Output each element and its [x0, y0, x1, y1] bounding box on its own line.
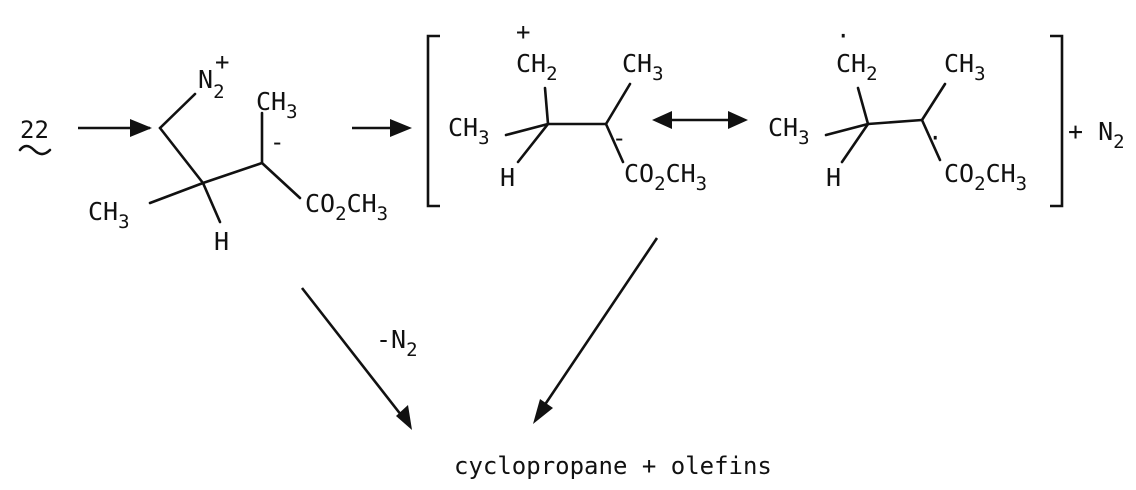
products-label: cyclopropane + olefins: [454, 452, 772, 480]
methyl-left: CH3: [448, 113, 490, 149]
ester-group: CO2CH3: [305, 189, 388, 225]
bond-ch2-ch: [158, 126, 205, 185]
cation-charge: +: [516, 18, 530, 46]
bond-c-ester: [260, 161, 302, 200]
hydrogen: H: [826, 163, 841, 192]
methyl-top: CH3: [256, 87, 298, 123]
anion-charge: -: [612, 124, 626, 152]
bond-ch-methyl: [824, 122, 870, 137]
radical-dot-c: ·: [928, 124, 942, 152]
methyl-left: CH3: [768, 113, 810, 149]
loss-of-nitrogen-label: -N2: [376, 325, 418, 361]
arrow-direct-path: [300, 287, 407, 421]
methyl-top: CH3: [944, 49, 986, 85]
ester-group: CO2CH3: [624, 159, 707, 195]
bond-c-ester: [604, 122, 625, 164]
bracket-left: [426, 34, 440, 208]
hydrogen: H: [500, 163, 515, 192]
bond-ch-h: [516, 122, 550, 164]
methyl-left: CH3: [88, 197, 130, 233]
bond-c-ester: [920, 118, 942, 162]
ester-group: CO2CH3: [944, 159, 1027, 195]
bond-ch-h: [201, 181, 222, 224]
bond-c-methyl: [604, 82, 632, 126]
anion-charge: -: [270, 128, 284, 156]
bond-n-ch2: [158, 92, 197, 130]
arrow-head-2: [390, 119, 412, 137]
compound-label: 22: [18, 116, 52, 156]
bond-ch-c: [201, 161, 264, 185]
arrow-head-direct: [396, 405, 412, 430]
methyl-top: CH3: [622, 49, 664, 85]
nitrogen-byproduct: + N2: [1068, 117, 1125, 153]
radical-dot-ch2: ·: [836, 22, 850, 50]
bond-c-methyl: [920, 82, 947, 122]
methylene: CH2: [516, 49, 558, 85]
resonance-arrow-right-head: [728, 111, 748, 129]
diazonium-intermediate: N2 + CH3 - CH3 H CO2CH3: [88, 48, 388, 256]
bond-ch2-ch: [543, 86, 550, 126]
bond-ch2-ch: [856, 86, 870, 126]
bracket-right: [1050, 34, 1064, 208]
bond-ch-c: [866, 118, 924, 126]
arrow-head-intermediate: [533, 399, 553, 424]
diazonium-charge: +: [215, 48, 229, 76]
resonance-form-radical: · CH2 CH3 CH3 · H CO2CH3: [768, 22, 1027, 195]
hydrogen: H: [214, 227, 229, 256]
arrow-intermediate-path: [538, 237, 659, 413]
bond-ch-methyl: [504, 122, 550, 137]
arrow-head-1: [130, 119, 152, 137]
bond-ch-h: [840, 122, 870, 164]
diazonium-n: N2: [198, 65, 225, 103]
compound-number: 22: [20, 116, 49, 144]
methylene: CH2: [836, 49, 878, 85]
resonance-arrow-left-head: [652, 111, 672, 129]
tilde-underline: [18, 144, 52, 156]
resonance-form-ionic: + CH2 CH3 CH3 - H CO2CH3: [448, 18, 707, 195]
bond-ch-methyl: [148, 181, 205, 205]
